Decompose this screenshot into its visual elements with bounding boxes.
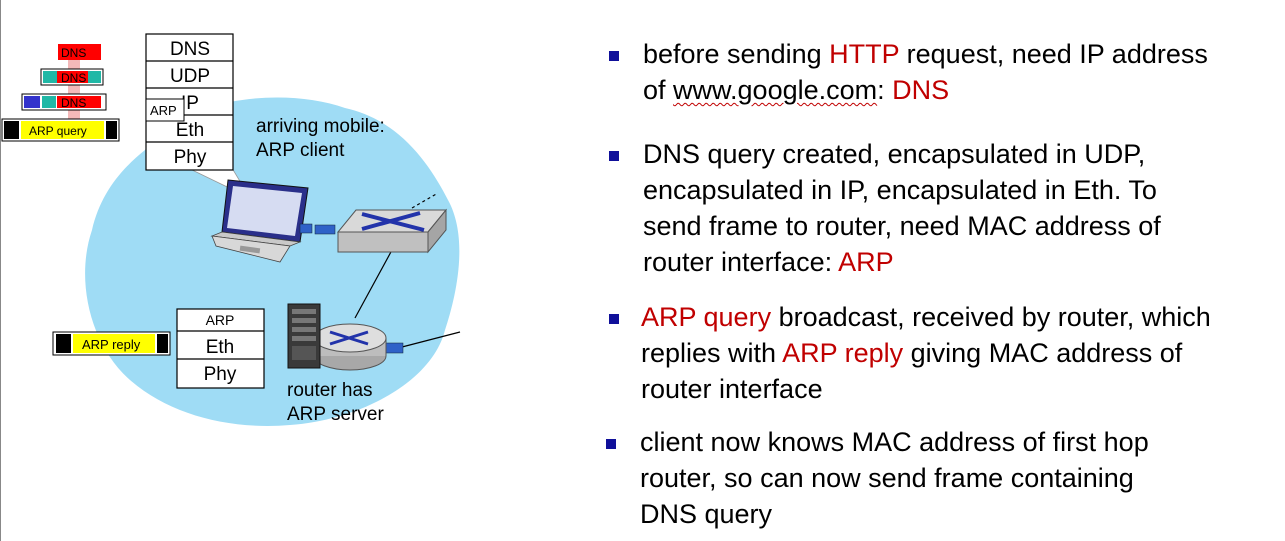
bullet-line: ARP query broadcast, received by router,… — [641, 299, 1285, 335]
link-switch-dashed — [411, 192, 439, 209]
bullet-text-run: request, need IP address — [899, 39, 1208, 69]
bullet-line: before sending HTTP request, need IP add… — [643, 36, 1285, 72]
router-protocol-stack: ARP Eth Phy — [176, 308, 265, 389]
bullet-text-run: www.google.com — [673, 75, 878, 105]
bullet-text-run: of — [643, 75, 674, 105]
switch-icon — [314, 208, 448, 254]
bullet-text-run: router, so can now send frame containing — [640, 463, 1134, 493]
slide-left-border — [0, 0, 1, 541]
client-protocol-stack: DNS UDP IP Eth Phy ARP — [145, 33, 234, 171]
client-arp-tag: ARP — [150, 103, 177, 118]
bullet-text-run: : — [877, 75, 893, 105]
laptop-icon — [210, 179, 313, 263]
client-layer-eth: Eth — [176, 120, 205, 141]
bullet-line: router, so can now send frame containing — [640, 460, 1285, 496]
bullet-text-run: encapsulated in IP, encapsulated in Eth.… — [643, 175, 1157, 205]
bullet-item: before sending HTTP request, need IP add… — [600, 36, 1285, 108]
bullet-line: of www.google.com: DNS — [643, 72, 1285, 108]
bullet-square-icon — [609, 51, 619, 61]
bullet-text-run: broadcast, received by router, which — [771, 302, 1211, 332]
packet-dns-label: DNS — [61, 71, 86, 85]
arp-query-label: ARP query — [29, 124, 87, 138]
arrival-caption-line-2: ARP client — [256, 140, 345, 161]
bullet-text-run: client now knows MAC address of first ho… — [640, 427, 1149, 457]
packet-stack: DNS DNS DNS ARP query — [1, 44, 120, 142]
bullet-item: DNS query created, encapsulated in UDP, e… — [600, 136, 1285, 280]
client-layer-dns: DNS — [170, 39, 210, 60]
bullet-text-run: ARP reply — [782, 338, 904, 368]
router-layer-phy: Phy — [204, 364, 237, 385]
client-layer-ip: IP — [181, 93, 199, 114]
bullet-line: DNS query created, encapsulated in UDP, — [643, 136, 1285, 172]
bullet-line: encapsulated in IP, encapsulated in Eth.… — [643, 172, 1285, 208]
bullet-text-run: giving MAC address of — [903, 338, 1183, 368]
packet-dns-label: DNS — [61, 46, 86, 60]
bullet-text-run: DNS query created, encapsulated in UDP, — [643, 139, 1146, 169]
client-layer-phy: Phy — [174, 147, 207, 168]
bullet-text-run: router interface: — [643, 247, 839, 277]
bullet-square-icon — [609, 151, 619, 161]
bullet-line: router interface — [641, 371, 1285, 407]
client-layer-udp: UDP — [170, 66, 210, 87]
bullet-square-icon — [609, 314, 619, 324]
network-diagram: DNS DNS DNS ARP query DNS UDP IP Eth Phy… — [1, 33, 461, 426]
bullet-line: replies with ARP reply giving MAC addres… — [641, 335, 1285, 371]
router-layer-eth: Eth — [206, 337, 235, 358]
bullet-line: client now knows MAC address of first ho… — [640, 424, 1285, 460]
arp-reply-label: ARP reply — [82, 337, 141, 352]
bullet-text-run: ARP — [838, 247, 894, 277]
bullet-line: send frame to router, need MAC address o… — [643, 208, 1285, 244]
bullet-text-run: before sending — [643, 39, 830, 69]
router-caption-line-1: router has — [287, 380, 373, 401]
bullet-text-run: DNS — [892, 75, 950, 105]
bullet-square-icon — [606, 439, 616, 449]
bullet-text-run: replies with — [641, 338, 783, 368]
arp-reply-frame: ARP reply — [52, 331, 171, 356]
bullet-text-run: ARP query — [641, 302, 772, 332]
bullet-text-run: router interface — [641, 374, 823, 404]
router-layer-arp: ARP — [206, 312, 235, 328]
link-router-outbound — [401, 331, 461, 348]
arrival-caption-line-1: arriving mobile: — [256, 116, 385, 137]
bullet-item: client now knows MAC address of first ho… — [600, 424, 1285, 532]
bullet-text-run: HTTP — [829, 39, 900, 69]
router-caption-line-2: ARP server — [287, 404, 384, 425]
bullet-text-run: DNS query — [640, 499, 773, 529]
bullet-item: ARP query broadcast, received by router,… — [600, 299, 1285, 407]
link-switch-to-router — [354, 249, 393, 319]
bullet-line: DNS query — [640, 496, 1285, 532]
packet-dns-label: DNS — [61, 96, 86, 110]
bullet-line: router interface: ARP — [643, 244, 1285, 280]
bullet-text-run: send frame to router, need MAC address o… — [643, 211, 1161, 241]
server-icon — [287, 303, 321, 369]
